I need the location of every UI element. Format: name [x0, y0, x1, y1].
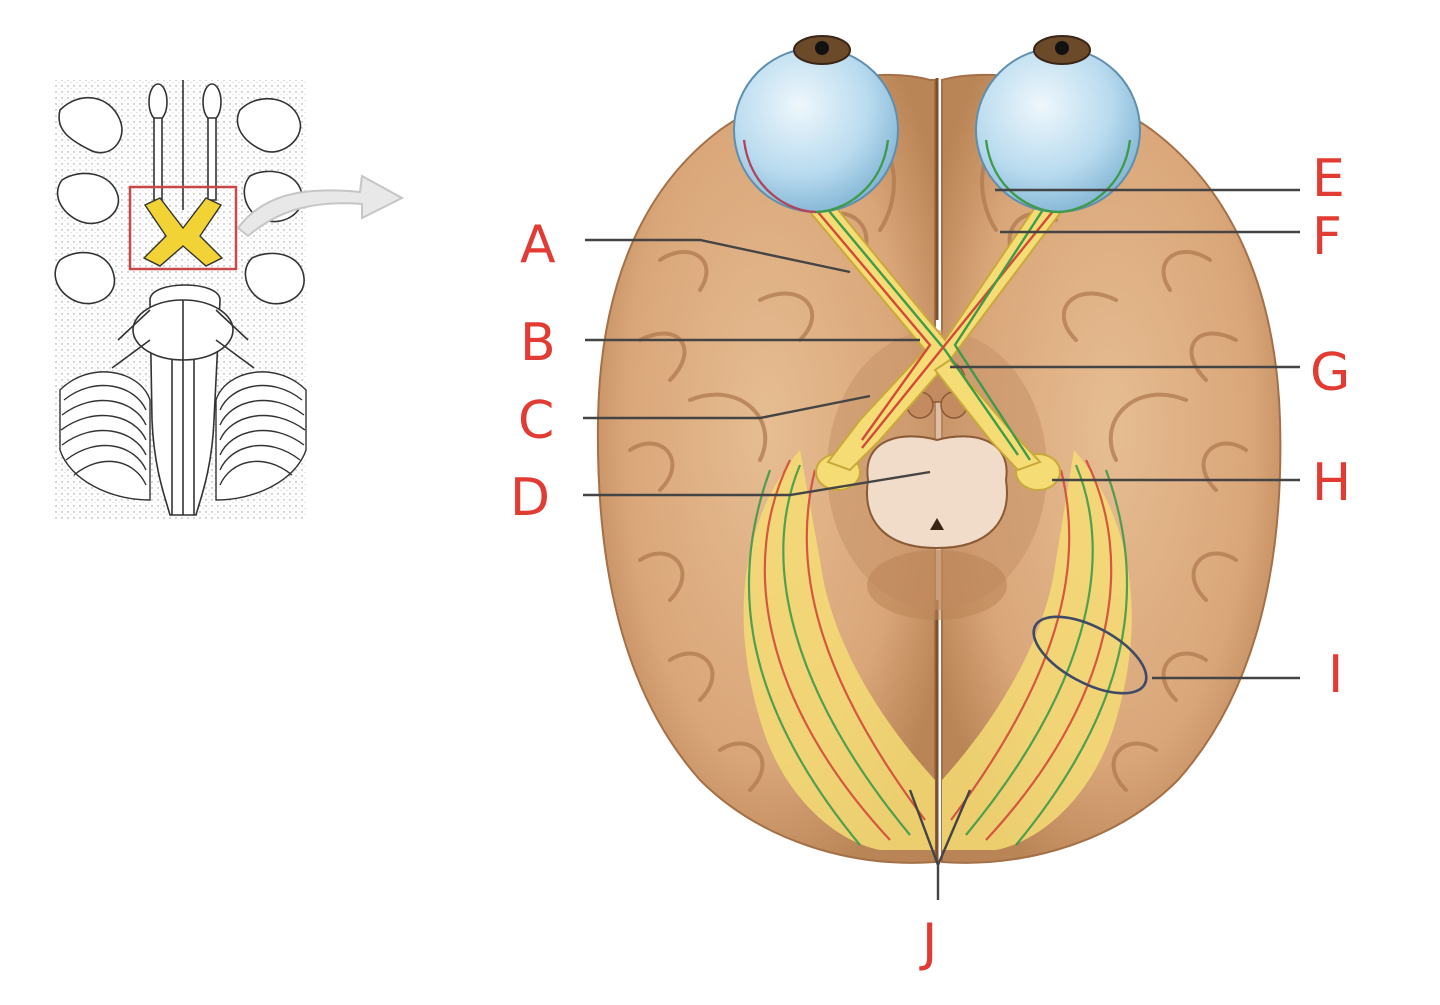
label-h: H [1312, 453, 1351, 513]
leader-line-j [908, 789, 972, 900]
inset-highlight-box [128, 185, 238, 271]
label-i: I [1328, 645, 1343, 705]
label-a: A [520, 215, 556, 275]
label-e: E [1312, 149, 1345, 209]
leader-line-c [583, 394, 871, 420]
left-eyeball [733, 35, 899, 214]
label-d: D [510, 468, 550, 528]
label-j: J [919, 913, 937, 973]
label-f: F [1312, 207, 1342, 267]
brain-base-inset-drawing [54, 80, 307, 520]
label-b: B [520, 313, 556, 373]
label-c: C [518, 391, 554, 451]
pointer-arrow-icon [236, 174, 405, 238]
optic-radiations [743, 450, 1132, 850]
label-g: G [1310, 343, 1350, 403]
leader-line-d [583, 470, 931, 497]
leader-line-a [585, 238, 851, 274]
brain-inferior-view [596, 35, 1282, 864]
inset-optic-chiasm [142, 197, 224, 267]
right-eyeball [975, 35, 1141, 214]
leader-lines [583, 188, 1300, 900]
labels: A B C D E F G H I J [510, 149, 1351, 973]
optic-pathway [797, 199, 1072, 472]
region-marker-ellipse [1032, 615, 1148, 695]
